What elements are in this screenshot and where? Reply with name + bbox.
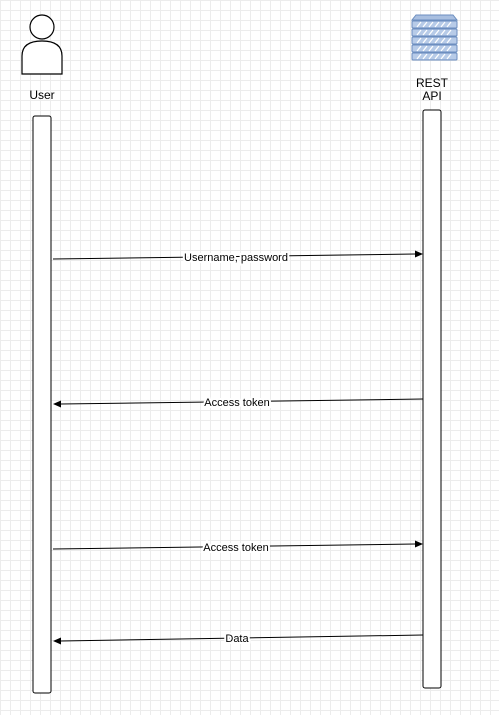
message-3-label: Access token: [203, 542, 268, 554]
message-2: Access token: [53, 395, 424, 411]
user-actor-label: User: [29, 88, 55, 102]
message-3: Access token: [52, 540, 423, 556]
person-icon: [21, 14, 63, 75]
rest-api-lifeline: [422, 109, 442, 689]
message-4-line: [60, 634, 424, 642]
message-1-arrowhead: [415, 250, 423, 258]
message-1-label: Username, password: [184, 252, 288, 264]
message-4: Data: [53, 631, 424, 647]
message-3-arrowhead: [415, 540, 423, 548]
message-2-line: [60, 398, 424, 405]
rest-api-actor-label: REST API: [415, 76, 448, 103]
message-4-label: Data: [225, 633, 249, 645]
message-4-arrowhead: [53, 637, 61, 645]
message-2-label: Access token: [204, 397, 269, 409]
message-1-line: [52, 253, 416, 260]
message-1: Username, password: [52, 250, 423, 266]
message-2-arrowhead: [53, 400, 61, 408]
server-icon: [410, 14, 459, 61]
user-lifeline: [32, 115, 52, 694]
message-3-line: [52, 543, 416, 550]
